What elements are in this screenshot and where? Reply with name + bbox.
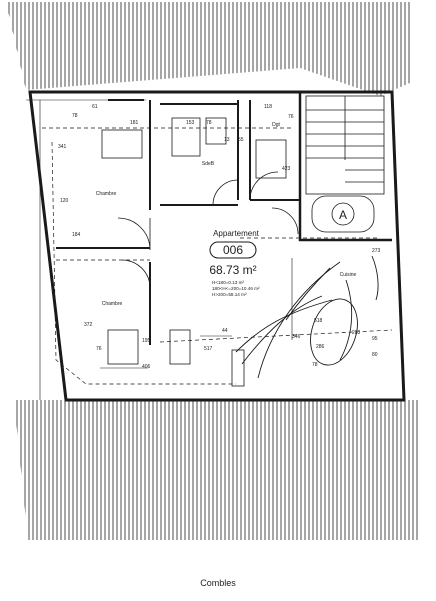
staircase xyxy=(305,95,385,233)
bath-tub xyxy=(171,117,201,157)
door-bedroom1 xyxy=(117,217,151,251)
dim-label: 341 xyxy=(58,144,67,150)
apartment-number: 006 xyxy=(223,243,243,257)
roof-hatch-bottom xyxy=(14,400,418,540)
door-bath xyxy=(212,179,239,206)
dim-label: 518 xyxy=(314,318,323,324)
dim-label: 273 xyxy=(372,248,381,254)
dim-label: 78 xyxy=(206,120,212,126)
dim-label: 120 xyxy=(60,198,69,204)
dim-label: 13 xyxy=(224,137,230,143)
outer-walls xyxy=(28,90,406,402)
dim-label: 78 xyxy=(312,362,318,368)
dim-label: 346 xyxy=(292,334,301,340)
area-detail-1: H<180=0.13 m² xyxy=(212,280,244,285)
dimension-labels: 181 78 61 153 78 13 55 118 76 273 341 12… xyxy=(58,104,381,370)
building-outline xyxy=(28,90,406,402)
height-limit-lines xyxy=(42,127,393,385)
dim-label: 423 xyxy=(282,166,291,172)
dim-label: 95 xyxy=(372,336,378,342)
area-detail-2: 180<H<=200=10.46 m² xyxy=(212,286,260,291)
dim-label: 55 xyxy=(238,137,244,143)
stair-symbol-label: A xyxy=(339,208,347,222)
wall-bracket xyxy=(231,349,245,387)
room-kitchen: Cuisine xyxy=(340,272,357,278)
bed-2 xyxy=(107,329,139,365)
dimension-lines xyxy=(26,99,293,400)
dim-label: 195 xyxy=(142,338,151,344)
dim-label: 153 xyxy=(186,120,195,126)
interior-walls xyxy=(56,99,300,345)
dgt-cabinet xyxy=(255,139,287,179)
dim-label: 372 xyxy=(84,322,93,328)
door-bedroom2 xyxy=(121,259,151,289)
dim-label: 517 xyxy=(204,346,213,352)
apartment-number-box xyxy=(209,241,257,259)
dim-label: 181 xyxy=(130,120,139,126)
roof-hatch-top-right xyxy=(300,2,412,96)
dim-label: 184 xyxy=(72,232,81,238)
pencil-annotations xyxy=(235,255,379,379)
dim-label: 78 xyxy=(72,113,78,119)
dim-label: 76 xyxy=(288,114,294,120)
room-storage: Dgt xyxy=(272,122,280,128)
room-bedroom-bottom: Chambre xyxy=(102,301,123,307)
roof-hatch-top xyxy=(6,2,300,90)
bed-1 xyxy=(101,129,143,159)
bath-shelf xyxy=(205,117,227,145)
doors xyxy=(117,171,299,289)
apartment-title: Appartement xyxy=(213,229,260,238)
dim-label: 118 xyxy=(264,104,272,110)
stair-landing xyxy=(311,195,375,233)
dim-label: 76 xyxy=(96,346,102,352)
fixtures xyxy=(101,117,287,387)
area-detail-3: H>200=58.14 m² xyxy=(212,292,247,297)
door-stair xyxy=(271,207,299,235)
dim-label: 406 xyxy=(142,364,151,370)
floor-caption: Combles xyxy=(200,578,236,588)
dim-label: 283 xyxy=(352,330,361,336)
dim-label: 80 xyxy=(372,352,378,358)
room-bedroom-top: Chambre xyxy=(96,191,117,197)
door-dgt xyxy=(249,171,279,201)
desk-2 xyxy=(169,329,191,365)
stair-symbol-circle xyxy=(331,202,355,226)
stair-core-wall xyxy=(298,92,392,242)
apartment-area: 68.73 m² xyxy=(209,263,256,277)
room-bathroom: SdeB xyxy=(202,161,215,167)
dim-label: 44 xyxy=(222,328,228,334)
dim-label: 61 xyxy=(92,104,98,110)
dim-label: 286 xyxy=(316,344,325,350)
